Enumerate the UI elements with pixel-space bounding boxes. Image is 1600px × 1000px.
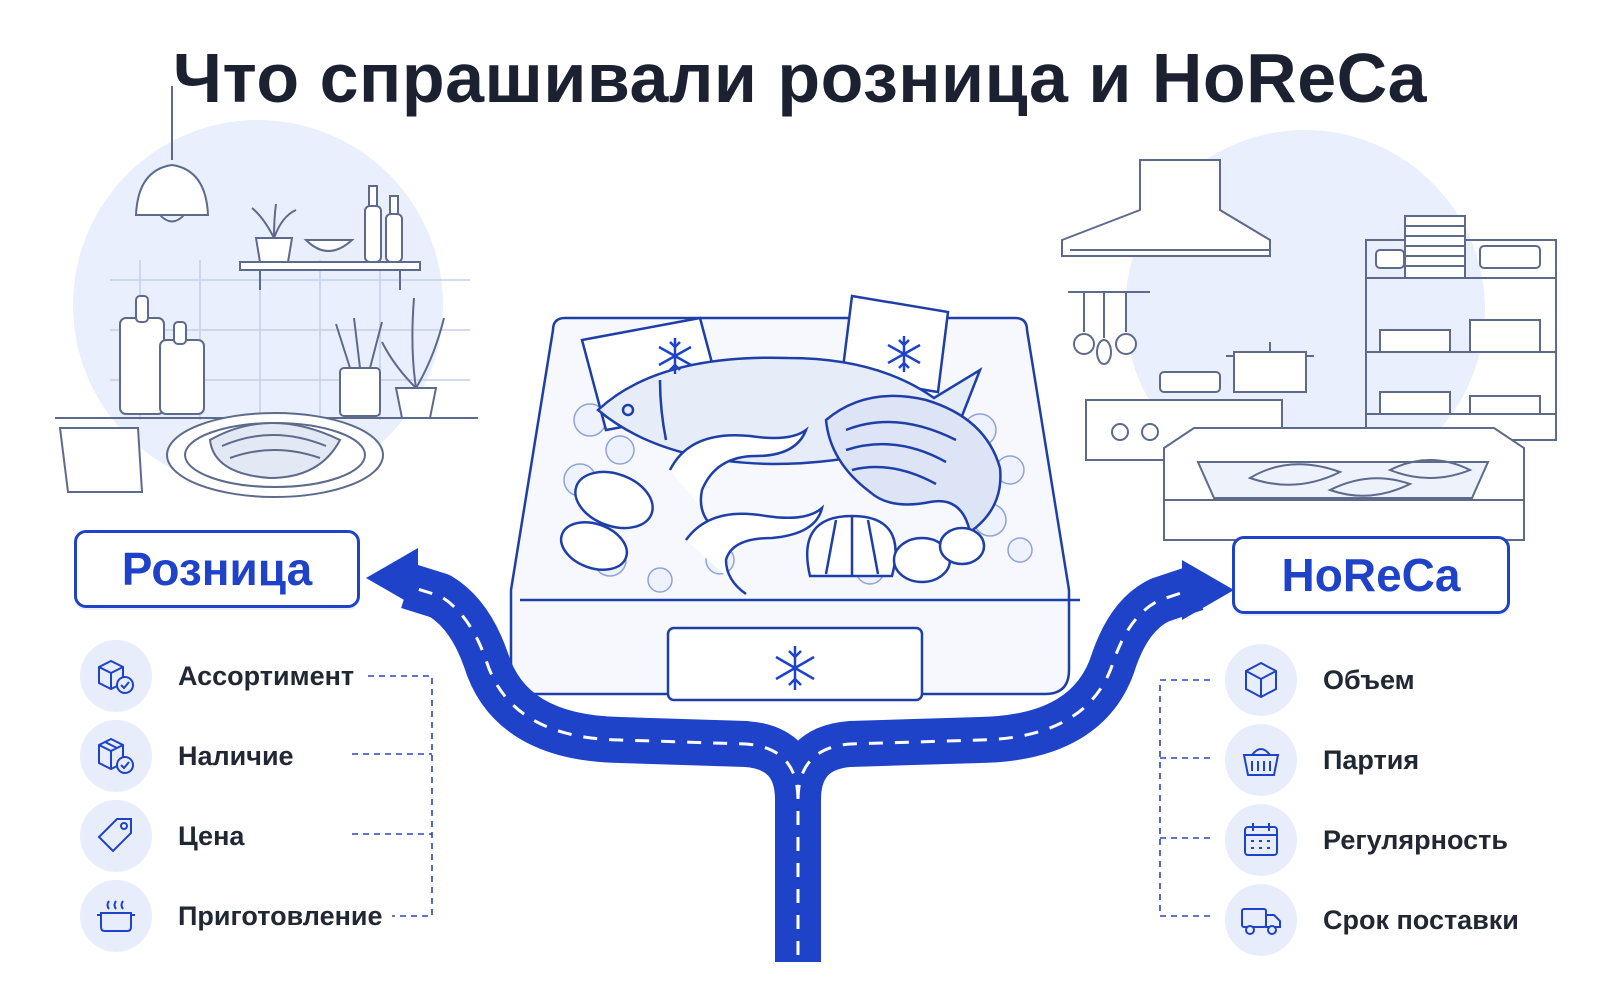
list-item-label: Ассортимент bbox=[178, 660, 355, 691]
forked-road bbox=[366, 548, 1234, 962]
list-item-label: Наличие bbox=[178, 740, 294, 771]
list-item-label: Объем bbox=[1323, 664, 1415, 695]
box-check-icon bbox=[80, 720, 152, 792]
list-item-label: Приготовление bbox=[178, 900, 383, 931]
list-item-label: Срок поставки bbox=[1323, 904, 1519, 935]
page-title: Что спрашивали розница и HoReCa bbox=[172, 39, 1428, 117]
list-item: Партия bbox=[1225, 720, 1519, 800]
list-item: Наличие bbox=[80, 716, 383, 796]
list-item-label: Партия bbox=[1323, 744, 1420, 775]
horeca-criteria-list: Объем Партия Регулярность Срок поставки bbox=[1225, 640, 1519, 960]
retail-criteria-list: Ассортимент Наличие Цена Приготовление bbox=[80, 636, 383, 956]
seafood-ice-box bbox=[509, 294, 1080, 702]
retail-category-box: Розница bbox=[74, 530, 360, 608]
horeca-kitchen-scene bbox=[1061, 130, 1557, 541]
list-item-label: Регулярность bbox=[1323, 824, 1508, 855]
list-item: Цена bbox=[80, 796, 383, 876]
cube-icon bbox=[1225, 644, 1297, 716]
dashed-connectors bbox=[352, 675, 1210, 917]
list-item-label: Цена bbox=[178, 820, 245, 851]
calendar-icon bbox=[1225, 804, 1297, 876]
delivery-truck-icon bbox=[1225, 884, 1297, 956]
list-item: Регулярность bbox=[1225, 800, 1519, 880]
basket-icon bbox=[1225, 724, 1297, 796]
price-tag-icon bbox=[80, 800, 152, 872]
snowflake-icon bbox=[658, 336, 921, 690]
boxes-check-icon bbox=[80, 640, 152, 712]
list-item: Объем bbox=[1225, 640, 1519, 720]
retail-kitchen-scene bbox=[55, 86, 478, 498]
cooking-pot-icon bbox=[80, 880, 152, 952]
list-item: Приготовление bbox=[80, 876, 383, 956]
horeca-category-label: HoReCa bbox=[1281, 549, 1461, 601]
retail-category-label: Розница bbox=[121, 543, 313, 595]
list-item: Ассортимент bbox=[80, 636, 383, 716]
list-item: Срок поставки bbox=[1225, 880, 1519, 960]
horeca-category-box: HoReCa bbox=[1232, 536, 1510, 614]
